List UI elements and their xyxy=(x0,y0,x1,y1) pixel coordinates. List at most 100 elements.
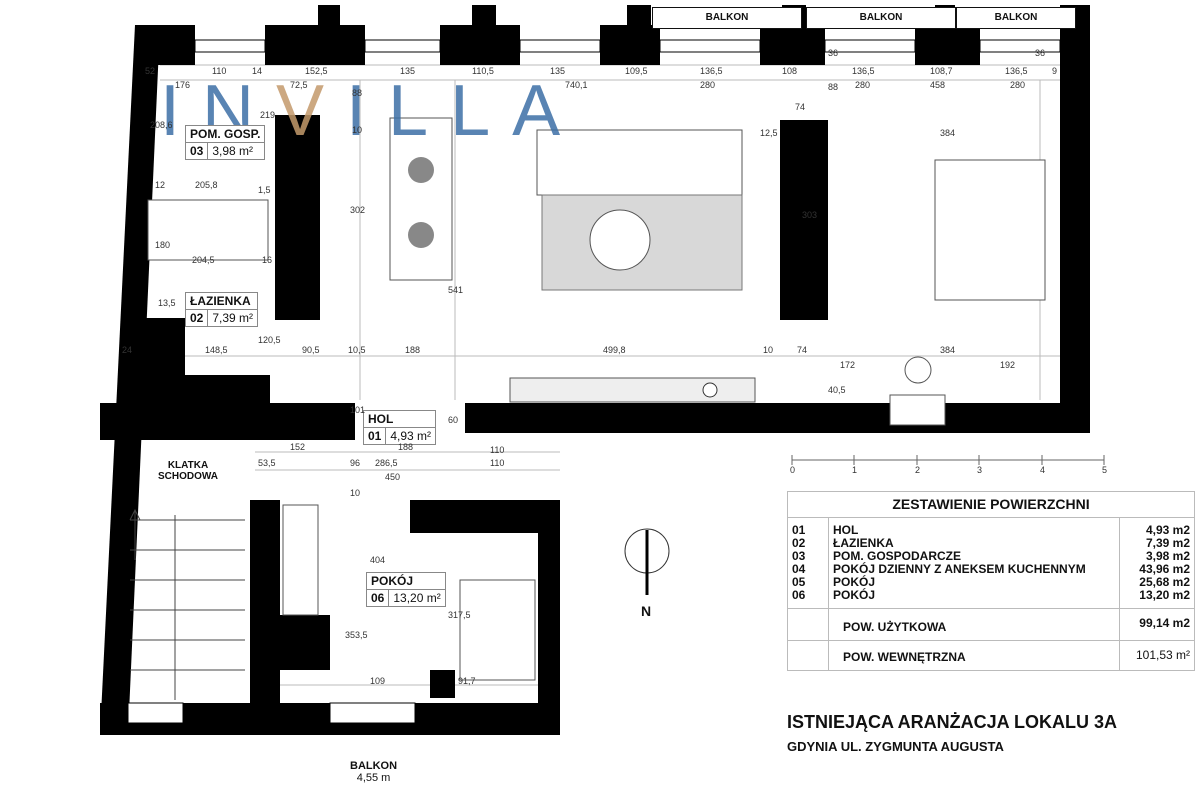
dimension: 108 xyxy=(782,66,798,76)
dimension: 14 xyxy=(252,66,263,76)
dimension: 109,5 xyxy=(625,66,648,76)
dimension: 10 xyxy=(352,125,363,135)
dimension: 135 xyxy=(400,66,416,76)
dimension: 450 xyxy=(385,472,401,482)
dimension: 16 xyxy=(262,255,273,265)
hol-wall-left xyxy=(100,403,355,440)
dimension: 101 xyxy=(350,405,366,415)
dimension: 72,5 xyxy=(290,80,308,90)
dimension: 40,5 xyxy=(828,385,846,395)
dimension: 302 xyxy=(350,205,366,215)
dimension: 740,1 xyxy=(565,80,588,90)
balcony-label: BALKON xyxy=(806,7,956,29)
dimension: 204,5 xyxy=(192,255,215,265)
dimension: 172 xyxy=(840,360,856,370)
furniture xyxy=(129,117,1046,700)
dimension: 110 xyxy=(490,445,505,455)
dimension: 120,5 xyxy=(258,335,281,345)
plan-address: GDYNIA UL. ZYGMUNTA AUGUSTA xyxy=(787,739,1004,754)
dimension: 108,7 xyxy=(930,66,953,76)
dimension: 9 xyxy=(1052,66,1058,76)
dimension: 499,8 xyxy=(603,345,626,355)
scale-tick: 3 xyxy=(977,465,983,475)
staircase xyxy=(130,515,245,700)
dimension: 88 xyxy=(352,88,363,98)
dimension: 303 xyxy=(802,210,818,220)
dimension: 286,5 xyxy=(375,458,398,468)
top-wall-5 xyxy=(760,25,825,65)
dimension: 12 xyxy=(155,180,166,190)
scale-tick: 0 xyxy=(790,465,796,475)
dimension: 90,5 xyxy=(302,345,320,355)
dimension: 10,5 xyxy=(348,345,366,355)
dimension: 24 xyxy=(122,345,133,355)
coffee-table xyxy=(589,209,651,271)
bedroom-side-lamp xyxy=(904,356,932,384)
dimension: 36 xyxy=(1035,48,1046,58)
kitchen-counter xyxy=(509,377,756,403)
compass-north-icon xyxy=(624,528,670,595)
bathtub xyxy=(147,199,269,261)
dimension: 110 xyxy=(490,458,505,468)
table-title: ZESTAWIENIE POWIERZCHNI xyxy=(787,491,1195,518)
balcony-label: BALKON xyxy=(956,7,1076,29)
dimension: 188 xyxy=(398,442,414,452)
dimension: 180 xyxy=(155,240,171,250)
balcony-label: BALKON xyxy=(652,7,802,29)
dimension: 148,5 xyxy=(205,345,228,355)
dimension: 53,5 xyxy=(258,458,276,468)
dimension: 280 xyxy=(855,80,871,90)
dimension: 88 xyxy=(828,82,839,92)
top-wall-6 xyxy=(915,25,980,65)
dimension: 136,5 xyxy=(852,66,875,76)
main-bottom-wall xyxy=(465,403,1090,433)
dimension: 192 xyxy=(1000,360,1016,370)
dimension: 176 xyxy=(175,80,191,90)
dimension: 74 xyxy=(797,345,808,355)
dimension: 208,6 xyxy=(150,120,173,130)
dimension: 10 xyxy=(350,488,361,498)
dimension: 91,7 xyxy=(458,676,476,686)
sink xyxy=(702,382,718,398)
pokoj-top-wall xyxy=(410,500,560,533)
partition-wall xyxy=(275,115,320,320)
dimension: 1,5 xyxy=(258,185,271,195)
dimension: 135 xyxy=(550,66,566,76)
scale-bar xyxy=(791,455,1105,465)
dimension: 109 xyxy=(370,676,386,686)
dimension: 152 xyxy=(290,442,306,452)
dimension: 136,5 xyxy=(700,66,723,76)
dimension: 74 xyxy=(795,102,806,112)
scale-tick: 5 xyxy=(1102,465,1108,475)
dimension: 458 xyxy=(930,80,946,90)
plan-title: ISTNIEJĄCA ARANŻACJA LOKALU 3A xyxy=(787,712,1118,732)
dimension: 110,5 xyxy=(472,66,494,76)
dimension: 541 xyxy=(448,285,464,295)
scale-tick: 2 xyxy=(915,465,921,475)
dimension: 219 xyxy=(260,110,276,120)
scale-tick: 1 xyxy=(852,465,858,475)
windows xyxy=(127,39,1061,724)
dimension: 353,5 xyxy=(345,630,368,640)
walls xyxy=(100,5,1090,735)
bed xyxy=(934,159,1046,301)
dimension: 317,5 xyxy=(448,610,471,620)
top-wall-2 xyxy=(265,25,365,65)
dimension: 13,5 xyxy=(158,298,176,308)
bath-wall xyxy=(130,318,185,408)
dimension: 136,5 xyxy=(1005,66,1028,76)
top-wall-1 xyxy=(135,25,195,65)
dimension: 10 xyxy=(763,345,774,355)
pokoj06-bed xyxy=(459,579,536,681)
dimension: 384 xyxy=(940,128,956,138)
